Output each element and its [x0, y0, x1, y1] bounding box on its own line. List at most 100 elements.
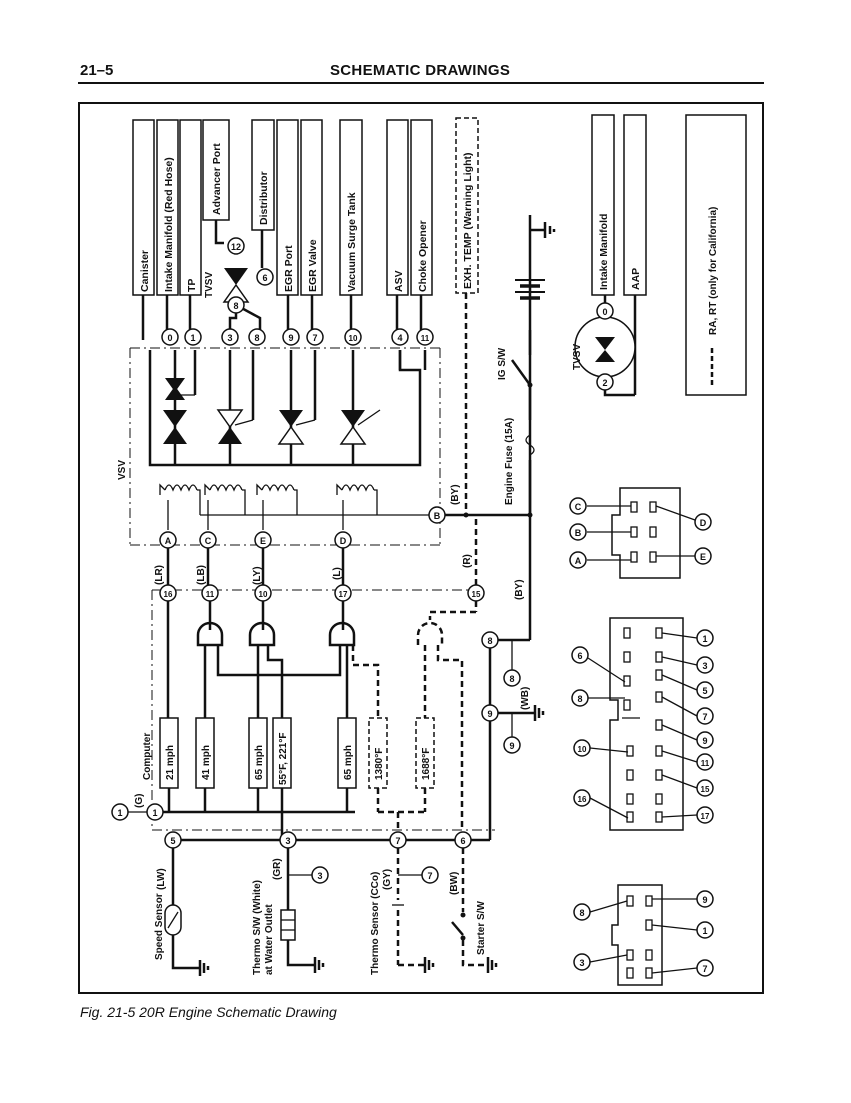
svg-text:5: 5 [170, 836, 175, 846]
distributor-label: Distributor [258, 171, 270, 225]
svg-text:6: 6 [577, 651, 582, 661]
canister-label: Canister [139, 250, 151, 292]
svg-text:65 mph: 65 mph [343, 745, 354, 780]
svg-text:(LR): (LR) [154, 565, 165, 585]
thermo-sw-label-2: at Water Outlet [264, 904, 275, 975]
speed-sensor-label: Speed Sensor [154, 893, 165, 960]
svg-text:(WB): (WB) [520, 687, 531, 710]
svg-text:16: 16 [164, 590, 173, 599]
svg-text:1: 1 [190, 333, 195, 343]
diagram-frame [78, 102, 764, 994]
thermo-sw-label-1: Thermo S/W (White) [252, 880, 263, 975]
svg-text:1: 1 [117, 808, 122, 818]
tvsv-port-12 [227, 237, 245, 255]
connector-small: C B A D E [569, 487, 712, 579]
svg-text:11: 11 [421, 334, 430, 343]
wire-color-labels: (LR) (LB) (LY) (L) (R) (BY) (BY) [154, 484, 525, 600]
svg-text:3: 3 [702, 661, 707, 671]
svg-text:4: 4 [397, 333, 402, 343]
egr-valve-label: EGR Valve [307, 239, 319, 292]
svg-text:RA, RT (only for California): RA, RT (only for California) [708, 207, 719, 335]
advancer-port-label: Advancer Port [211, 143, 223, 215]
legend-box: RA, RT (only for California) [685, 114, 747, 396]
svg-text:8: 8 [487, 636, 492, 646]
svg-text:(GY): (GY) [382, 869, 393, 890]
svg-text:(R): (R) [462, 554, 473, 568]
svg-text:7: 7 [427, 871, 432, 881]
svg-text:9: 9 [702, 736, 707, 746]
svg-text:Intake Manifold: Intake Manifold [598, 214, 610, 290]
svg-text:6: 6 [460, 836, 465, 846]
svg-text:21 mph: 21 mph [165, 745, 176, 780]
svg-text:E: E [260, 536, 266, 546]
svg-text:C: C [575, 502, 582, 512]
svg-text:16: 16 [578, 795, 587, 804]
svg-text:8: 8 [233, 301, 238, 311]
svg-text:1380°F: 1380°F [374, 748, 385, 780]
svg-text:E: E [700, 552, 706, 562]
tvsv-valve: 12 8 6 TVSV [204, 237, 274, 314]
svg-text:(LW): (LW) [156, 868, 167, 890]
page-title: SCHEMATIC DRAWINGS [330, 62, 511, 79]
connector-bottom: 8 3 9 1 7 [573, 884, 714, 986]
svg-text:9: 9 [487, 709, 492, 719]
header-rule [78, 82, 764, 84]
svg-text:12: 12 [231, 242, 241, 252]
svg-text:9: 9 [702, 895, 707, 905]
svg-text:2: 2 [602, 378, 607, 388]
svg-text:8: 8 [579, 908, 584, 918]
page-number: 21–5 [80, 62, 114, 79]
svg-text:65 mph: 65 mph [254, 745, 265, 780]
svg-text:A: A [575, 556, 582, 566]
port-number-circles: 0 1 3 8 9 7 10 4 11 [161, 328, 434, 346]
svg-text:(G): (G) [134, 794, 145, 808]
svg-text:11: 11 [701, 759, 710, 768]
svg-text:8: 8 [254, 333, 259, 343]
svg-text:1: 1 [702, 926, 707, 936]
svg-text:(L): (L) [332, 567, 343, 580]
intake-manifold-red-label: Intake Manifold (Red Hose) [163, 157, 175, 292]
california-tvsv: Intake Manifold AAP 0 2 TVSV [572, 114, 647, 397]
thermo-sensor-label: Thermo Sensor (CCo) [370, 872, 381, 975]
svg-text:8: 8 [577, 694, 582, 704]
svg-text:5: 5 [702, 686, 707, 696]
vacuum-surge-tank-label: Vacuum Surge Tank [346, 192, 358, 292]
svg-text:7: 7 [702, 712, 707, 722]
svg-text:(LY): (LY) [252, 566, 263, 585]
svg-text:(GR): (GR) [272, 858, 283, 880]
computer-block: Computer 16 11 10 17 15 21 [111, 519, 545, 849]
tp-box [179, 119, 202, 296]
svg-text:8: 8 [509, 674, 514, 684]
tvsv-label: TVSV [204, 272, 215, 298]
svg-text:7: 7 [395, 836, 400, 846]
svg-text:3: 3 [227, 333, 232, 343]
tvsv-port-6 [256, 268, 274, 286]
svg-text:B: B [434, 511, 441, 521]
svg-text:41 mph: 41 mph [201, 745, 212, 780]
svg-text:10: 10 [259, 590, 268, 599]
choke-opener-label: Choke Opener [417, 220, 429, 292]
svg-text:1: 1 [702, 634, 707, 644]
svg-text:1: 1 [152, 808, 157, 818]
svg-text:7: 7 [702, 964, 707, 974]
svg-text:(BY): (BY) [450, 484, 461, 505]
egr-port-label: EGR Port [283, 245, 295, 292]
svg-text:(BW): (BW) [449, 872, 460, 895]
svg-text:3: 3 [579, 958, 584, 968]
sensors: (LW) Speed Sensor (GR) 3 Thermo S/W (Whi… [154, 848, 498, 976]
svg-text:B: B [575, 528, 582, 538]
tvsv-port-8 [227, 296, 245, 314]
svg-text:(BY): (BY) [514, 579, 525, 600]
connector-large: 6 8 10 16 1 3 5 7 9 11 15 17 [571, 617, 714, 831]
svg-text:TVSV: TVSV [572, 344, 583, 370]
svg-text:17: 17 [701, 812, 710, 821]
starter-sw-label: Starter S/W [476, 901, 487, 955]
vsv-terminals: A C E D B [159, 506, 446, 549]
svg-text:D: D [700, 518, 707, 528]
svg-text:10: 10 [349, 334, 358, 343]
svg-text:55°F, 221°F: 55°F, 221°F [278, 733, 289, 785]
exh-temp-label: EXH. TEMP (Warning Light) [462, 153, 474, 290]
vacuum-hoses [141, 220, 468, 515]
svg-text:15: 15 [472, 590, 481, 599]
